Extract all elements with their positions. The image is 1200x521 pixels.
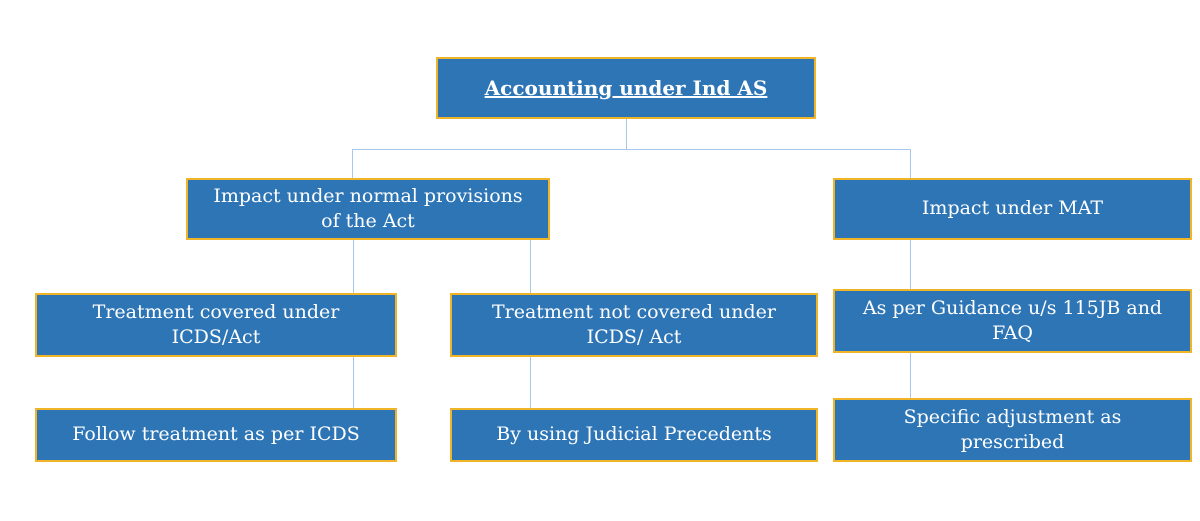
connector-to-follow-icds [353,357,354,408]
node-specific-adjustment: Specific adjustment as prescribed [833,398,1192,462]
connector-to-judicial [530,357,531,408]
node-judicial-precedents: By using Judicial Precedents [450,408,818,462]
node-impact-under-mat: Impact under MAT [833,178,1192,240]
connector-horizontal-rail [352,149,910,150]
node-impact-normal-provisions: Impact under normal provisions of the Ac… [186,178,550,240]
node-accounting-under-ind-as: Accounting under Ind AS [436,57,816,119]
connector-root-drop [626,119,627,149]
node-treatment-not-covered-icds-act: Treatment not covered under ICDS/ Act [450,293,818,357]
node-guidance-115jb-faq: As per Guidance u/s 115JB and FAQ [833,289,1192,353]
connector-to-mat [910,149,911,178]
connector-to-not-covered [530,240,531,293]
node-treatment-covered-icds-act: Treatment covered under ICDS/Act [35,293,397,357]
connector-to-guidance [910,240,911,289]
connector-to-specific [910,353,911,398]
connector-to-covered [353,240,354,293]
connector-to-normal-provisions [352,149,353,178]
node-follow-treatment-icds: Follow treatment as per ICDS [35,408,397,462]
